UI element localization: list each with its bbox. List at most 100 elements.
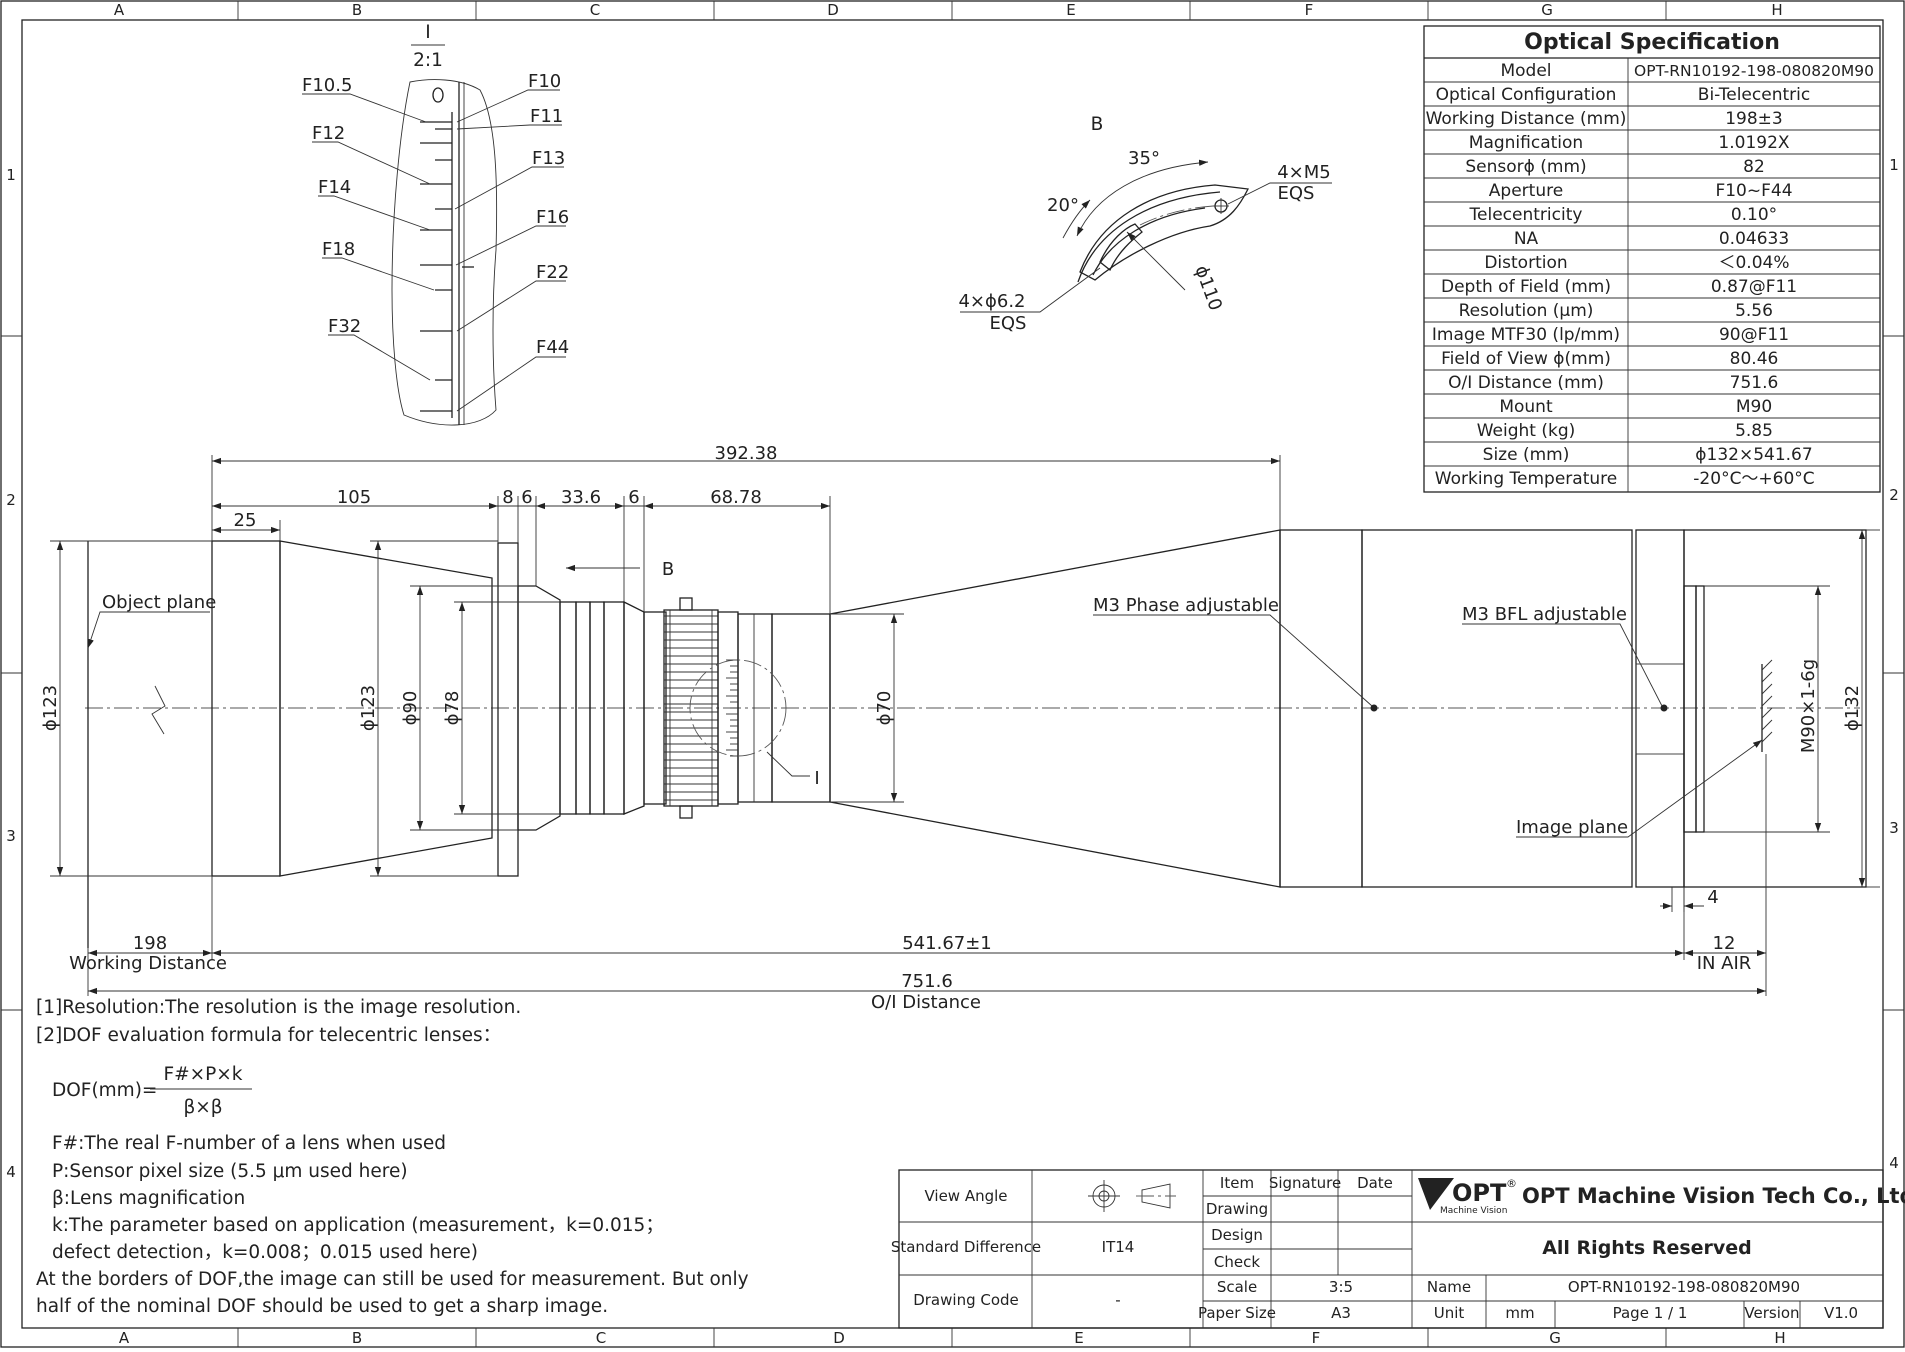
row-label-3-right: 3 [1889,819,1899,837]
detail-b-mounting-slot: B 35° 20° 4×M5 EQS 4×ϕ6.2 EQS ϕ110 [958,114,1332,334]
detail-i-scale: 2:1 [413,50,443,71]
dim-phi132: ϕ132 [1842,685,1863,731]
spec-param-4: Sensorϕ (mm) [1465,157,1586,177]
spec-param-3: Magnification [1469,133,1583,153]
oi-distance-label: O/I Distance [871,992,981,1013]
row-label-2: 2 [6,491,16,509]
m3-bfl-callout: M3 BFL adjustable [1462,604,1627,625]
row-label-1-right: 1 [1889,156,1899,174]
scale-label: Scale [1217,1278,1257,1296]
rights-reserved: All Rights Reserved [1542,1237,1752,1259]
item-header: Item [1220,1174,1254,1192]
scale-break-outline [391,79,498,426]
rear-barrel [1361,529,1633,888]
drawing-code-value: - [1115,1291,1120,1309]
dim-4: 4 [1707,887,1718,908]
spec-value-13: 751.6 [1730,373,1779,393]
col-label-a-bottom: A [119,1329,130,1347]
spec-value-3: 1.0192X [1718,133,1789,153]
spec-param-15: Weight (kg) [1477,421,1576,441]
hole-eqs: EQS [990,313,1027,334]
notes: [1]Resolution:The resolution is the imag… [36,997,749,1317]
spec-value-6: 0.10° [1731,205,1777,225]
col-label-c-bottom: C [596,1329,606,1347]
dimensions: 392.38 105 25 8 6 33.6 6 68.78 ϕ123 ϕ123… [40,443,1880,1013]
angle-20: 20° [1047,195,1079,216]
spec-value-16: ϕ132×541.67 [1695,445,1812,465]
note-dof-title: [2]DOF evaluation formula for telecentri… [36,1025,501,1046]
detail-i-label: I [425,22,430,43]
detail-i-aperture-scale: I 2:1 F10.5 F12 F14 F18 F32 F10 F11 F13 … [302,22,569,426]
screw-eqs: EQS [1278,183,1315,204]
col-label-b: B [352,1,362,19]
section-b-arrow-label: B [662,559,674,580]
signature-header: Signature [1269,1174,1341,1192]
front-cone [279,540,493,877]
version-label: Version [1744,1304,1799,1322]
col-label-b-bottom: B [352,1329,362,1347]
note-f-number: F#:The real F-number of a lens when used [52,1133,446,1154]
spec-param-6: Telecentricity [1469,205,1583,225]
stop-f44: F44 [536,337,569,358]
name-label: Name [1427,1278,1471,1296]
mount-flange [497,542,519,877]
dim-phi70: ϕ70 [874,691,895,726]
spec-value-10: 5.56 [1735,301,1773,321]
object-plane-callout: Object plane [102,592,216,613]
dim-751-6: 751.6 [901,971,953,992]
page-number: Page 1 / 1 [1613,1304,1688,1322]
image-plane-callout: Image plane [1516,817,1628,838]
col-label-g-bottom: G [1549,1329,1561,1347]
date-header: Date [1357,1174,1393,1192]
note-k-line1: k:The parameter based on application (me… [52,1215,664,1236]
dim-phi123-left: ϕ123 [40,685,61,731]
name-value: OPT-RN10192-198-080820M90 [1568,1278,1800,1296]
spec-param-5: Aperture [1489,181,1563,201]
dim-105: 105 [337,487,371,508]
note-pixel-size: P:Sensor pixel size (5.5 μm used here) [52,1161,408,1182]
drawing-row-label: Drawing [1206,1200,1268,1218]
col-label-c: C [590,1,600,19]
title-block: View Angle Standard Difference IT14 Draw… [891,1169,1905,1329]
screw-spec: 4×M5 [1277,162,1331,183]
stop-f32: F32 [328,316,361,337]
standard-difference-label: Standard Difference [891,1238,1041,1256]
spec-value-5: F10~F44 [1715,181,1792,201]
stop-f12: F12 [312,123,345,144]
note-magnification: β:Lens magnification [52,1188,245,1209]
angle-35: 35° [1128,148,1160,169]
col-label-h: H [1771,1,1782,19]
row-label-4-right: 4 [1889,1154,1899,1172]
spec-value-0: OPT-RN10192-198-080820M90 [1634,62,1874,80]
spec-param-9: Depth of Field (mm) [1441,277,1611,297]
dim-phi78: ϕ78 [442,691,463,726]
note-k-line2: defect detection，k=0.008；0.015 used here… [52,1242,478,1263]
stop-f14: F14 [318,177,351,198]
spec-param-8: Distortion [1484,253,1567,273]
spec-value-1: Bi-Telecentric [1698,85,1810,105]
paper-size-label: Paper Size [1198,1304,1276,1322]
front-barrel [211,540,281,877]
spec-title: Optical Specification [1524,30,1780,55]
formula-numerator: F#×P×k [163,1064,242,1085]
locking-screw-top [679,597,693,611]
radius-phi110: ϕ110 [1190,263,1226,314]
dim-12: 12 [1713,933,1736,954]
in-air-label: IN AIR [1697,953,1752,974]
spec-value-12: 80.46 [1730,349,1779,369]
opt-logo: OPT ® Machine Vision [1418,1177,1517,1216]
detail-i-callout: I [814,768,819,789]
note-borders-line2: half of the nominal DOF should be used t… [36,1296,608,1317]
spec-param-12: Field of View ϕ(mm) [1441,349,1611,369]
dim-8: 8 [502,487,513,508]
m3-phase-callout: M3 Phase adjustable [1093,595,1279,616]
stop-f11: F11 [530,106,563,127]
spec-value-17: -20°C～+60°C [1693,469,1814,489]
spec-param-1: Optical Configuration [1436,85,1617,105]
col-label-f-bottom: F [1312,1329,1321,1347]
stop-f10: F10 [528,71,561,92]
view-angle-label: View Angle [924,1187,1007,1205]
